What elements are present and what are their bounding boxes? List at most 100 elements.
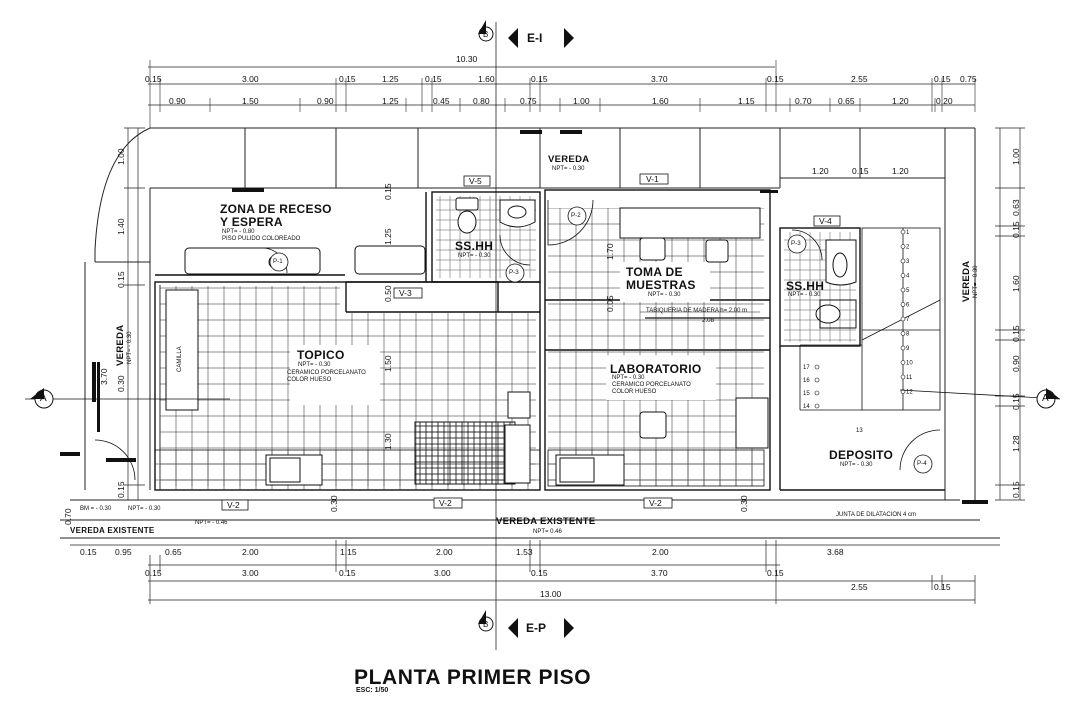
vereda-left-npt: NPT= - 0.30 [127, 331, 133, 364]
dim-bottom-row2-2: 0.15 [339, 568, 356, 578]
stair-step-17: 17 [803, 365, 810, 371]
dim-right-1: 0.63 [1011, 199, 1021, 216]
dim-top-row1-1: 3.00 [242, 74, 259, 84]
dim-inner-right-0: 1.20 [812, 166, 829, 176]
dim-bottom-row2-6: 0.15 [767, 568, 784, 578]
dim-inner-1: 1.25 [383, 228, 393, 245]
dim-inner-5: 1.70 [605, 243, 615, 260]
stair-node-16 [814, 377, 820, 383]
stair-step-9: 9 [906, 346, 910, 352]
dim-inner-6: 0.05 [605, 295, 615, 312]
dim-inner-0: 0.15 [383, 183, 393, 200]
stair-node-15 [814, 390, 820, 396]
axis-left-letter: A [40, 393, 47, 404]
dim-top-row2-8: 1.60 [652, 96, 669, 106]
elevation-top-letter: B [483, 30, 489, 39]
vereda-existente-left: VEREDA EXISTENTE [70, 526, 155, 535]
stair-node-11 [900, 374, 906, 380]
dim-right-6: 0.15 [1011, 393, 1021, 410]
sshh-1-title: SS.HH [455, 239, 494, 253]
dim-right-3: 1.60 [1011, 275, 1021, 292]
stair-node-7 [900, 316, 906, 322]
tag-v3: V-3 [399, 288, 412, 298]
dim-inner-8: 0.30 [739, 495, 749, 512]
tag-v4: V-4 [819, 216, 832, 226]
tag-p3-right: P-3 [791, 240, 801, 247]
dim-bottom-row1-3: 2.00 [242, 547, 259, 557]
stair-node-3 [900, 258, 906, 264]
vereda-right-title: VEREDA [961, 260, 972, 302]
dim-top-row2-9: 1.15 [738, 96, 755, 106]
dim-top-row1-7: 3.70 [651, 74, 668, 84]
toma-title-2: MUESTRAS [626, 278, 696, 292]
stair-step-11: 11 [906, 375, 913, 381]
stair-step-6: 6 [906, 303, 910, 309]
tag-v1: V-1 [646, 174, 659, 184]
vereda-top-npt: NPT= - 0.30 [552, 166, 585, 172]
vereda-left-title: VEREDA [115, 324, 126, 366]
laboratorio-floor-1: CERAMICO PORCELANATO [612, 382, 691, 388]
dim-top-row1-10: 0.15 [934, 74, 951, 84]
dim-left-2: 0.15 [116, 271, 126, 288]
stair-node-17 [814, 364, 820, 370]
axis-marker-left [25, 388, 230, 409]
vereda-right-npt: NPT= - 0.30 [973, 265, 979, 298]
dim-bottom-row1-2: 0.65 [165, 547, 182, 557]
dim-bottom-row1-6: 1.53 [516, 547, 533, 557]
tag-p4: P-4 [917, 460, 927, 467]
dim-top-total: 10.30 [456, 54, 478, 64]
dim-top-row2-1: 1.50 [242, 96, 259, 106]
tag-v2-left: V-2 [227, 500, 240, 510]
dim-top-row2-6: 0.75 [520, 96, 537, 106]
elevation-top-name: E-I [527, 31, 543, 45]
stair-step-5: 5 [906, 288, 910, 294]
dim-top-row2-11: 0.65 [838, 96, 855, 106]
dim-top-row1-9: 2.55 [851, 74, 868, 84]
furniture [165, 197, 857, 486]
dim-top-row2-2: 0.90 [317, 96, 334, 106]
dim-inner-4: 1.30 [383, 433, 393, 450]
sshh-2-npt: NPT= - 0.30 [788, 292, 821, 298]
dim-left-1: 1.40 [116, 218, 126, 235]
stair-node-14 [814, 403, 820, 409]
dim-top-row1-2: 0.15 [339, 74, 356, 84]
sshh-2-title: SS.HH [786, 279, 825, 293]
stair-node-2 [900, 244, 906, 249]
dim-top-row2-10: 0.70 [795, 96, 812, 106]
dim-top-row1-8: 0.15 [767, 74, 784, 84]
sshh-1-npt: NPT= - 0.30 [458, 253, 491, 259]
scale-note: ESC: 1/50 [356, 687, 389, 694]
laboratorio-title: LABORATORIO [610, 362, 702, 376]
vereda-existente-center: VEREDA EXISTENTE [496, 516, 596, 527]
dim-inner-right-1: 0.15 [852, 166, 869, 176]
dim-top-row1-0: 0.15 [145, 74, 162, 84]
dim-right-8: 0.15 [1011, 481, 1021, 498]
deposito-npt: NPT= - 0.30 [840, 462, 873, 468]
tabiqueria-dim: 2.08 [702, 317, 715, 324]
top-dimension-lines [148, 60, 976, 128]
stair-node-4 [900, 273, 906, 278]
tag-v2-right: V-2 [649, 498, 662, 508]
stair-step-4: 4 [906, 274, 910, 280]
vereda-existente-npt: NPT= 0.46 [533, 529, 562, 535]
deposito-title: DEPOSITO [829, 448, 894, 462]
dim-bottom-row3-1: 0.15 [934, 582, 951, 592]
dim-bottom-total: 13.00 [540, 589, 562, 599]
stair-node-6 [900, 302, 906, 307]
dim-bottom-row2-4: 0.15 [531, 568, 548, 578]
elevation-bottom-letter: B [483, 620, 489, 629]
side-dimension-lines [124, 127, 1025, 501]
dim-top-row1-3: 1.25 [382, 74, 399, 84]
door-tag-circles [269, 206, 933, 474]
dim-right-2: 0.15 [1011, 221, 1021, 238]
laboratorio-floor-2: COLOR HUESO [612, 389, 657, 395]
stair-step-16: 16 [803, 378, 810, 384]
stair-step-3: 3 [906, 259, 910, 265]
dim-bottom-row1-4: 1.15 [340, 547, 357, 557]
dim-left-6: 0.70 [63, 508, 73, 525]
dim-left-5: 0.15 [116, 481, 126, 498]
topico-floor-1: CERAMICO PORCELANATO [287, 370, 366, 376]
dim-right-0: 1.00 [1011, 148, 1021, 165]
toma-title-1: TOMA DE [626, 265, 683, 279]
